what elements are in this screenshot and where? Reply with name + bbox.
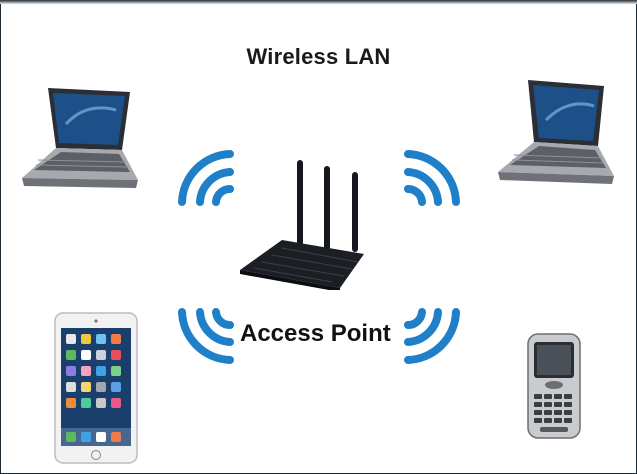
diagram-title: Wireless LAN [246, 44, 391, 69]
router [232, 158, 372, 290]
wireless-router-icon [240, 160, 364, 290]
access-point-label: Access Point [240, 320, 391, 347]
wifi-signal-icon [404, 150, 460, 206]
tablet [54, 312, 138, 464]
signal-upper-left [174, 146, 234, 208]
signal-lower-right [404, 306, 464, 368]
laptop-right [494, 76, 616, 186]
laptop-left [16, 84, 138, 190]
wifi-signal-icon [178, 150, 234, 206]
wifi-signal-icon [178, 308, 234, 364]
phone [526, 332, 582, 440]
top-border [0, 0, 637, 4]
smartphone-icon [527, 333, 581, 439]
laptop-icon [22, 88, 138, 188]
wifi-signal-icon [404, 308, 460, 364]
tablet-icon [54, 312, 138, 464]
signal-lower-left [174, 306, 234, 368]
laptop-icon [498, 80, 614, 184]
signal-upper-right [404, 146, 464, 208]
